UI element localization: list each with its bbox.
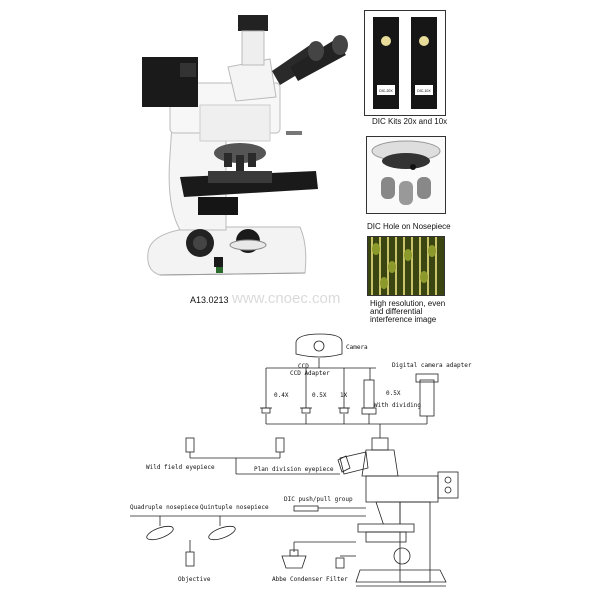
watermark: www.cnoec.com <box>232 290 341 307</box>
dic-hole-image <box>366 136 446 214</box>
plan-division-eyepiece-icon <box>275 437 285 453</box>
label-mag-04x: 0.4X <box>274 392 289 399</box>
label-filter: Filter <box>326 576 348 583</box>
label-camera: Camera <box>346 344 368 351</box>
label-quintuple-nosepiece: Quintuple nosepiece <box>200 504 269 511</box>
label-ccd-adapter: CCD Adapter <box>290 370 330 377</box>
configuration-diagram: Camera CCD CCD Adapter Digital camera ad… <box>0 330 600 600</box>
dic-10x-label: DIC-10X <box>417 89 431 93</box>
adapter-1x-icon <box>338 407 350 414</box>
label-digital-camera-adapter: Digital camera adapter <box>392 362 472 369</box>
dic-kits-caption: DIC Kits 20x and 10x <box>372 117 448 126</box>
label-ccd: CCD <box>298 363 309 370</box>
label-wide-field-eyepiece: Wild field eyepiece <box>146 464 215 471</box>
adapter-04x-icon <box>260 407 272 414</box>
sample-caption-line-2: and differential <box>370 307 423 316</box>
filter-icon <box>335 557 345 569</box>
label-abbe-condenser: Abbe Condenser <box>272 576 323 583</box>
wide-field-eyepiece-icon <box>185 437 195 453</box>
objective-icon <box>185 551 195 567</box>
dic-sample-image <box>367 236 445 296</box>
microscope-drawing-icon <box>337 437 459 587</box>
label-dic-push-pull: DIC push/pull group <box>284 496 353 503</box>
dic-kits-image: DIC-20X DIC-10X <box>364 10 446 116</box>
dic-push-pull-icon <box>293 505 319 512</box>
sample-caption-line-1: High resolution, even <box>370 299 446 308</box>
camera-icon <box>295 333 343 358</box>
model-code: A13.0213 <box>190 295 229 305</box>
label-mag-05x-left: 0.5X <box>312 392 327 399</box>
dic-hole-caption: DIC Hole on Nosepiece <box>367 222 451 231</box>
quintuple-nosepiece-icon <box>208 525 236 541</box>
microscope-photo <box>140 5 360 295</box>
label-with-dividing: With dividing <box>374 402 421 409</box>
sample-caption-line-3: interference image <box>370 315 437 324</box>
label-quadruple-nosepiece: Quadruple nosepiece <box>130 504 199 511</box>
label-plan-division-eyepiece: Plan division eyepiece <box>254 466 334 473</box>
quadruple-nosepiece-icon <box>146 525 174 541</box>
label-objective: Objective <box>178 576 211 583</box>
abbe-condenser-icon <box>281 555 307 569</box>
digital-camera-adapter-icon <box>419 379 435 417</box>
dic-20x-label: DIC-20X <box>379 89 393 93</box>
label-mag-05x-right: 0.5X <box>386 390 401 397</box>
adapter-05x-icon <box>300 407 312 414</box>
label-mag-1x: 1X <box>340 392 348 399</box>
